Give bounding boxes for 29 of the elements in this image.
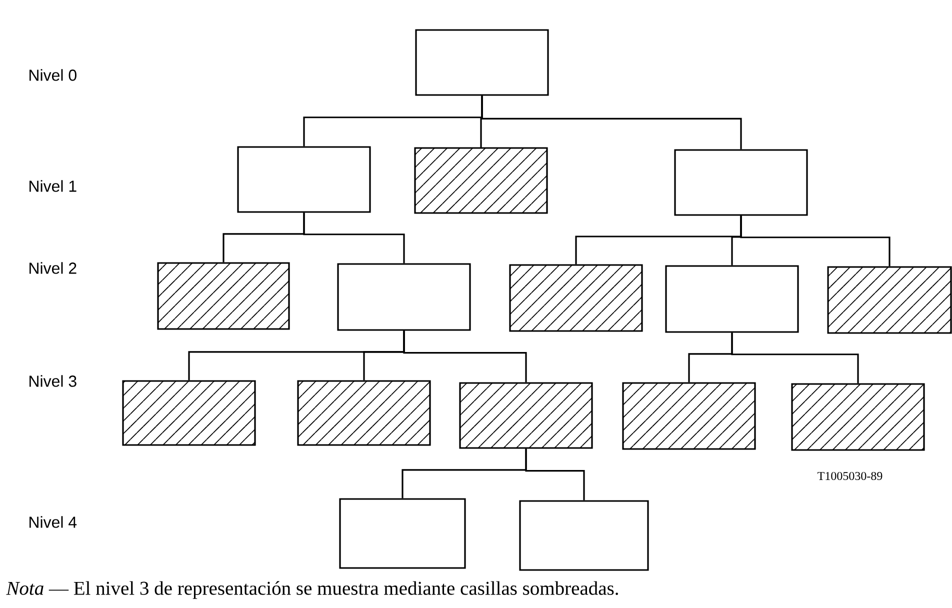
box [337,263,471,331]
shaded-box [297,380,431,446]
connector-line [731,332,859,384]
box [339,498,466,569]
box [519,500,649,571]
shaded-box [622,382,756,450]
level-label: Nivel 0 [30,69,76,81]
level-label: Nivel 4 [30,516,77,528]
level-label: Nivel 3 [30,375,76,387]
level-label: Nivel 1 [30,180,76,192]
figure-code: T1005030-89 [818,472,882,480]
shaded-box [791,383,925,451]
box [415,29,549,96]
shaded-box [414,147,548,214]
connector-line [303,212,405,264]
level-label: Nivel 2 [30,262,76,274]
connector-line [403,330,527,382]
shaded-box [827,266,952,334]
shaded-box [122,380,256,446]
box [237,146,371,213]
connector-line [525,448,585,500]
shaded-box [509,264,643,332]
connector-line [740,216,890,266]
box [674,149,808,216]
box [665,265,799,333]
connector-line [481,96,742,150]
shaded-box [459,382,593,449]
note-text: Nota — El nivel 3 de representación se muestra mediante casillas sombreadas. [6,581,618,599]
shaded-box [157,262,290,330]
